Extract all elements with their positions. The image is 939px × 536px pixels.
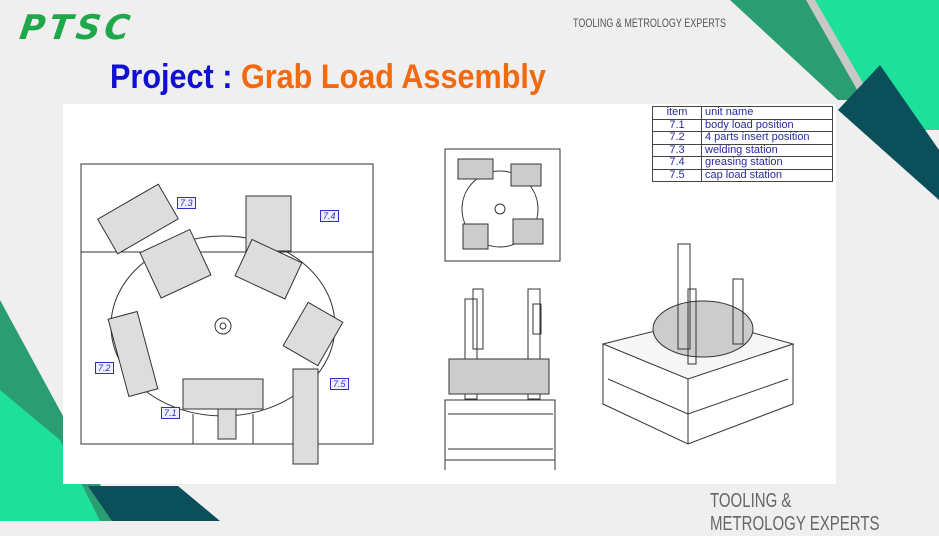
title-project-name: Grab Load Assembly (240, 58, 546, 96)
technical-drawings (80, 148, 795, 470)
header-tagline: TOOLING & METROLOGY EXPERTS (573, 16, 727, 30)
front-view-drawing (444, 288, 556, 470)
drawing-label-7-1: 7.1 (161, 407, 180, 419)
cell: welding station (701, 143, 833, 157)
drawing-label-7-5: 7.5 (330, 378, 349, 390)
cell: 4 parts insert position (701, 131, 833, 145)
drawing-label-7-4: 7.4 (320, 210, 339, 222)
drawing-label-7-2: 7.2 (95, 362, 114, 374)
drawing-label-7-3: 7.3 (177, 197, 196, 209)
title-prefix: Project : (110, 58, 233, 96)
cell: body load position (701, 118, 833, 132)
header-unit-name: unit name (701, 106, 833, 120)
cell: greasing station (701, 156, 833, 170)
cell: 7.3 (652, 143, 702, 157)
page-title: Project : Grab Load Assembly (110, 58, 546, 97)
cell: 7.5 (652, 168, 702, 182)
cell: 7.4 (652, 156, 702, 170)
small-top-view-drawing (444, 148, 561, 262)
header-item: item (652, 106, 702, 120)
cell: 7.1 (652, 118, 702, 132)
cell: cap load station (701, 168, 833, 182)
cell: 7.2 (652, 131, 702, 145)
ptsc-logo: PTSC (17, 8, 137, 48)
top-view-drawing (80, 163, 374, 465)
footer-tagline: TOOLING & METROLOGY EXPERTS (710, 490, 880, 535)
isometric-view-drawing (601, 243, 795, 445)
